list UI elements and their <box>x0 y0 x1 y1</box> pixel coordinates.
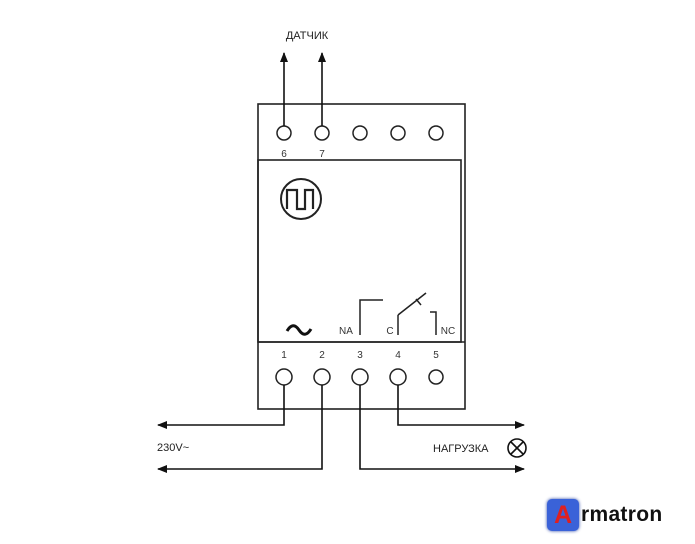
load-wires <box>359 385 525 473</box>
lamp-icon <box>507 438 527 458</box>
terminal-6[interactable] <box>276 125 292 141</box>
terminal-label-5: 5 <box>433 350 439 361</box>
terminal-4[interactable] <box>389 368 407 386</box>
bottom-terminal-labels: 1 2 3 4 5 <box>281 350 439 361</box>
terminal-label-6: 6 <box>281 149 287 160</box>
terminal-label-7: 7 <box>319 149 325 160</box>
logo-text: rmatron <box>581 503 663 526</box>
terminal-2[interactable] <box>313 368 331 386</box>
terminal-7[interactable] <box>314 125 330 141</box>
armatron-logo: A rmatron <box>547 497 662 533</box>
voltage-label: 230V~ <box>157 442 189 454</box>
terminal-label-1: 1 <box>281 350 287 361</box>
logo-badge: A <box>547 499 579 531</box>
sensor-label: ДАТЧИК <box>286 30 329 42</box>
terminal-label-2: 2 <box>319 350 325 361</box>
terminal-top-3[interactable] <box>352 125 368 141</box>
terminal-top-4[interactable] <box>390 125 406 141</box>
top-terminal-block: 6 7 <box>276 125 444 160</box>
relay-switch-icon <box>359 292 437 335</box>
terminal-3[interactable] <box>351 368 369 386</box>
ac-tilde-icon <box>285 324 313 336</box>
contact-nc-label: NC <box>441 326 455 337</box>
power-wires <box>157 385 323 473</box>
contact-na-label: NA <box>339 326 353 337</box>
terminal-5[interactable] <box>428 369 444 385</box>
sensor-wires <box>280 52 326 126</box>
terminal-label-3: 3 <box>357 350 363 361</box>
contact-c-label: C <box>386 326 393 337</box>
bottom-terminal-block <box>275 368 444 386</box>
terminal-top-5[interactable] <box>428 125 444 141</box>
relay-device <box>257 103 466 410</box>
terminal-label-4: 4 <box>395 350 401 361</box>
pulse-signal-icon <box>280 178 322 220</box>
logo-badge-letter: A <box>553 500 573 529</box>
terminal-1[interactable] <box>275 368 293 386</box>
load-label: НАГРУЗКА <box>433 443 489 455</box>
